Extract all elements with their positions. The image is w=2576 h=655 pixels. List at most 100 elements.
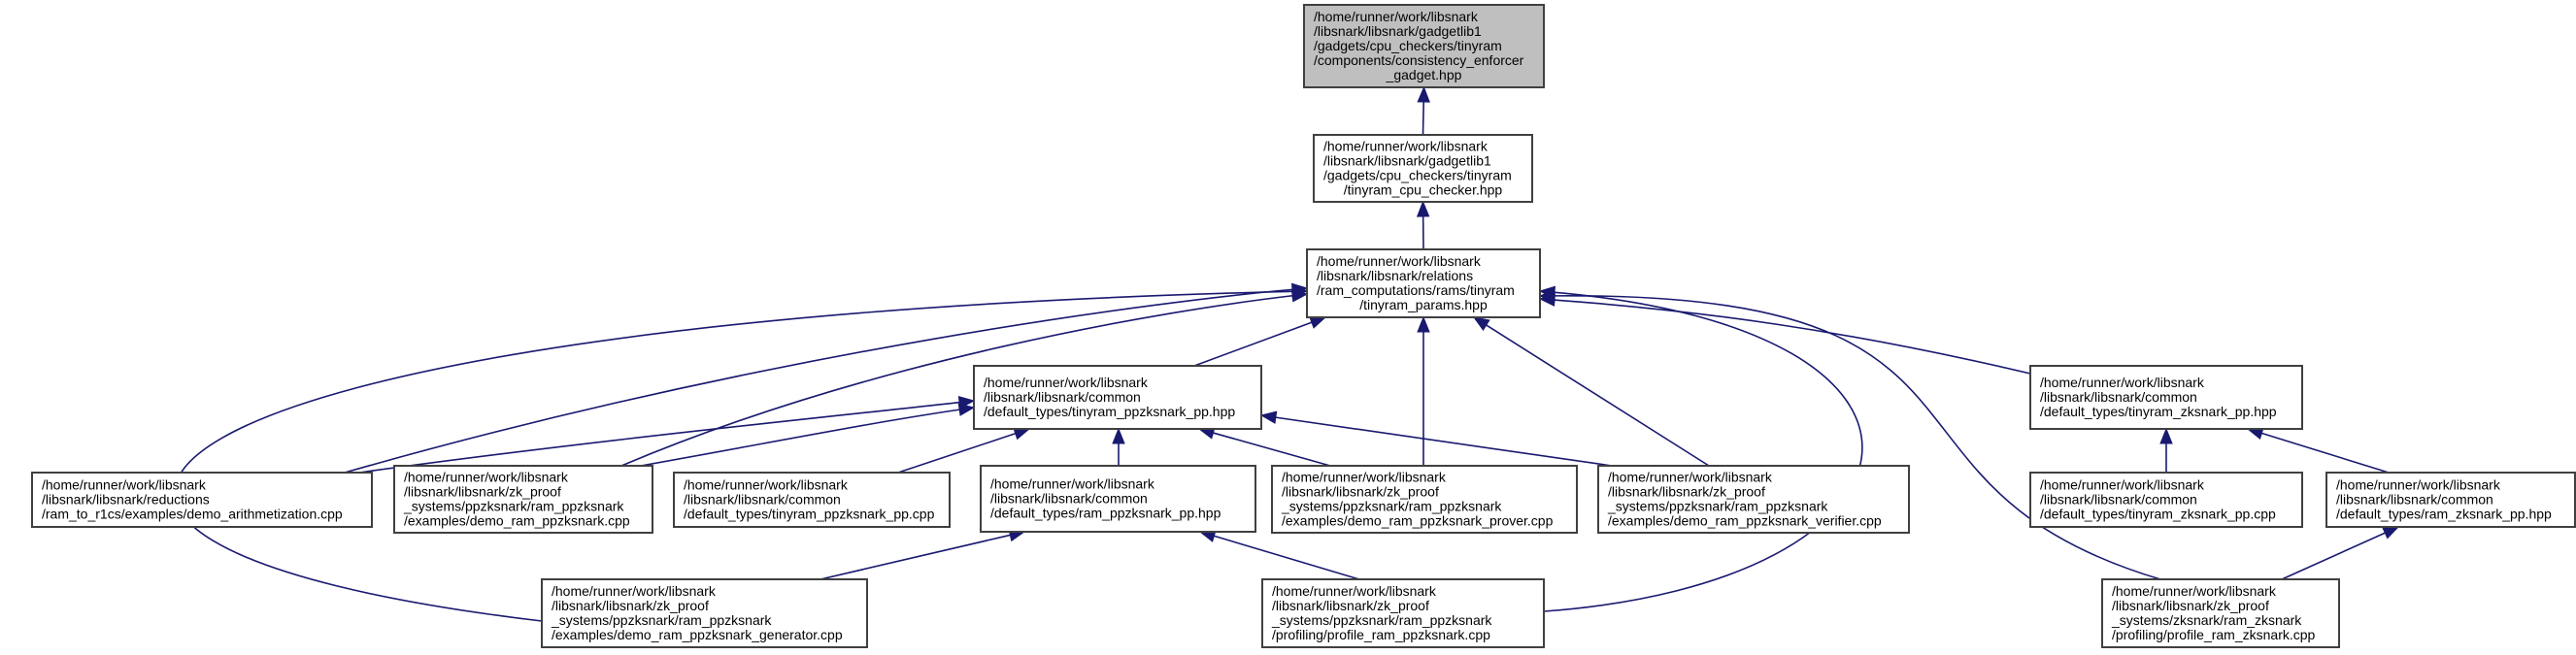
node-label-line: /home/runner/work/libsnark xyxy=(1282,470,1447,485)
arrowhead-icon xyxy=(2159,427,2173,444)
node-label-line: /ram_computations/rams/tinyram xyxy=(1317,282,1515,298)
arrowhead-icon xyxy=(1309,316,1327,329)
edge-n12-n4 xyxy=(2246,427,2390,474)
graph-node[interactable]: /home/runner/work/libsnark/libsnark/libs… xyxy=(393,465,653,534)
node-label-line: /libsnark/libsnark/gadgetlib1 xyxy=(1314,23,1482,39)
node-box xyxy=(1303,4,1545,88)
node-label-line: /libsnark/libsnark/common xyxy=(990,491,1148,507)
node-label-line: /libsnark/libsnark/zk_proof xyxy=(1282,484,1439,500)
edge-n15-n2 xyxy=(1538,289,2161,580)
edge-n8-n3 xyxy=(1112,427,1125,466)
node-box xyxy=(973,365,1262,430)
edge-line xyxy=(2281,532,2387,580)
graph-node-root: /home/runner/work/libsnark/libsnark/libs… xyxy=(1303,4,1545,88)
node-label-line: _systems/ppzksnark/ram_ppzksnark xyxy=(403,499,624,514)
node-label-line: /libsnark/libsnark/zk_proof xyxy=(552,598,709,613)
node-box xyxy=(2029,472,2303,528)
edge-line xyxy=(1274,416,1613,467)
graph-node[interactable]: /home/runner/work/libsnark/libsnark/libs… xyxy=(31,472,373,528)
node-label-line: /libsnark/libsnark/zk_proof xyxy=(404,484,561,500)
node-label-line: /default_types/ram_zksnark_pp.hpp xyxy=(2336,507,2552,522)
graph-node[interactable]: /home/runner/work/libsnark/libsnark/libs… xyxy=(1597,465,1910,534)
node-box xyxy=(673,472,951,528)
node-label-line: _systems/zksnark/ram_zksnark xyxy=(2111,612,2302,628)
node-label-line: /gadgets/cpu_checkers/tinyram xyxy=(1323,168,1512,183)
node-box xyxy=(541,578,868,648)
graph-node[interactable]: /home/runner/work/libsnark/libsnark/libs… xyxy=(541,578,868,648)
node-label-line: /home/runner/work/libsnark xyxy=(552,583,717,599)
node-label-line: /examples/demo_ram_ppzksnark_generator.c… xyxy=(552,627,843,642)
edge-line xyxy=(1485,323,1710,467)
node-label-line: /profiling/profile_ram_ppzksnark.cpp xyxy=(1272,627,1490,642)
edge-line xyxy=(358,401,961,474)
node-label-line: /libsnark/libsnark/common xyxy=(2336,492,2493,508)
node-label-line: /examples/demo_ram_ppzksnark.cpp xyxy=(404,513,630,529)
node-label-line: /libsnark/libsnark/zk_proof xyxy=(1272,598,1429,613)
node-label-line: /home/runner/work/libsnark xyxy=(2040,477,2205,493)
node-label-line: /tinyram_params.hpp xyxy=(1359,297,1488,312)
node-label-line: _systems/ppzksnark/ram_ppzksnark xyxy=(1271,612,1492,628)
edge-line xyxy=(640,409,961,467)
node-box xyxy=(1306,248,1541,318)
graph-node[interactable]: /home/runner/work/libsnark/libsnark/libs… xyxy=(973,365,1262,430)
node-box xyxy=(2029,365,2303,430)
node-label-line: /libsnark/libsnark/zk_proof xyxy=(1608,484,1765,500)
edge-n11-n4 xyxy=(2159,427,2173,473)
graph-node[interactable]: /home/runner/work/libsnark/libsnark/libs… xyxy=(1271,465,1578,534)
node-label-line: /default_types/ram_ppzksnark_pp.hpp xyxy=(990,506,1221,521)
graph-node[interactable]: /home/runner/work/libsnark/libsnark/libs… xyxy=(1261,578,1545,648)
node-label-line: /components/consistency_enforcer xyxy=(1314,52,1524,68)
edge-line xyxy=(1422,100,1425,136)
edge-n14-n8 xyxy=(1198,529,1360,580)
node-label-line: /home/runner/work/libsnark xyxy=(1272,583,1437,599)
node-box xyxy=(2325,472,2576,528)
node-label-line: /libsnark/libsnark/gadgetlib1 xyxy=(1323,153,1491,169)
graph-node[interactable]: /home/runner/work/libsnark/libsnark/libs… xyxy=(2101,578,2340,648)
arrowhead-icon xyxy=(1538,289,1556,303)
node-box xyxy=(1271,465,1578,534)
node-label-line: /default_types/tinyram_zksnark_pp.cpp xyxy=(2040,507,2276,522)
edge-line xyxy=(1213,535,1360,580)
node-label-line: /default_types/tinyram_zksnark_pp.hpp xyxy=(2040,404,2277,419)
graph-node[interactable]: /home/runner/work/libsnark/libsnark/libs… xyxy=(2029,472,2303,528)
nodes: /home/runner/work/libsnark/libsnark/libs… xyxy=(31,4,2576,648)
node-label-line: /home/runner/work/libsnark xyxy=(2112,583,2277,599)
edge-line xyxy=(1553,295,2161,580)
edge-line xyxy=(2260,432,2390,474)
node-label-line: /home/runner/work/libsnark xyxy=(2336,477,2501,493)
node-box xyxy=(1261,578,1545,648)
node-label-line: /home/runner/work/libsnark xyxy=(1317,253,1482,269)
graph-node[interactable]: /home/runner/work/libsnark/libsnark/libs… xyxy=(673,472,951,528)
node-label-line: /default_types/tinyram_ppzksnark_pp.hpp xyxy=(984,404,1235,419)
graph-node[interactable]: /home/runner/work/libsnark/libsnark/libs… xyxy=(1306,248,1541,318)
node-box xyxy=(393,465,653,534)
node-label-line: /tinyram_cpu_checker.hpp xyxy=(1344,182,1503,198)
graph-node[interactable]: /home/runner/work/libsnark/libsnark/libs… xyxy=(2325,472,2576,528)
edge-n9-n3 xyxy=(1197,426,1331,467)
node-label-line: _gadget.hpp xyxy=(1386,67,1462,82)
node-label-line: /libsnark/libsnark/common xyxy=(2040,492,2197,508)
node-label-line: /libsnark/libsnark/common xyxy=(984,389,1141,405)
edge-n10-n3 xyxy=(1259,410,1613,467)
node-label-line: /examples/demo_ram_ppzksnark_prover.cpp xyxy=(1282,513,1554,529)
graph-node[interactable]: /home/runner/work/libsnark/libsnark/libs… xyxy=(2029,365,2303,430)
node-box xyxy=(1597,465,1910,534)
node-label-line: _systems/ppzksnark/ram_ppzksnark xyxy=(1607,499,1828,514)
edge-n9-n2 xyxy=(1417,315,1430,466)
node-label-line: /libsnark/libsnark/reductions xyxy=(42,492,210,508)
edge-line xyxy=(174,290,1294,622)
node-label-line: /home/runner/work/libsnark xyxy=(990,476,1155,492)
graph-node[interactable]: /home/runner/work/libsnark/libsnark/libs… xyxy=(1313,134,1533,203)
node-label-line: /home/runner/work/libsnark xyxy=(984,375,1149,390)
node-label-line: /ram_to_r1cs/examples/demo_arithmetizati… xyxy=(42,507,343,522)
node-label-line: /home/runner/work/libsnark xyxy=(42,477,207,493)
arrowhead-icon xyxy=(957,403,976,416)
edge-n6-n3 xyxy=(640,403,976,467)
graph-node[interactable]: /home/runner/work/libsnark/libsnark/libs… xyxy=(980,465,1256,533)
edge-line xyxy=(820,534,1012,580)
edge-n13-n8 xyxy=(820,528,1026,580)
arrowhead-icon xyxy=(2382,526,2400,540)
edge-n4-n2 xyxy=(1538,293,2031,375)
node-label-line: /libsnark/libsnark/zk_proof xyxy=(2112,598,2269,613)
